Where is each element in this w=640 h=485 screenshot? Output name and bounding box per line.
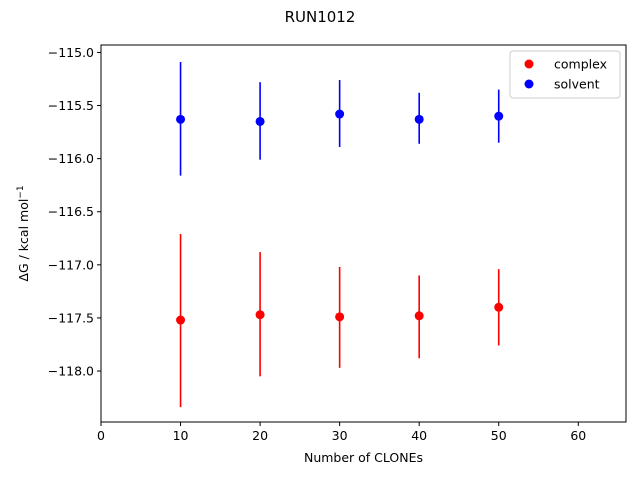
solvent-data-point xyxy=(335,109,345,119)
x-tick-label: 20 xyxy=(252,428,268,443)
y-tick-label: −116.5 xyxy=(48,204,94,219)
y-tick-label: −117.5 xyxy=(48,310,94,325)
x-tick-label: 50 xyxy=(491,428,507,443)
complex-data-point xyxy=(176,315,186,325)
x-axis: 0 10 20 30 40 50 60 xyxy=(97,422,586,443)
y-axis-label-main: ΔG / kcal mol xyxy=(16,199,31,282)
complex-data-point xyxy=(335,312,345,322)
legend-box xyxy=(509,50,621,99)
x-tick-label: 60 xyxy=(570,428,586,443)
plot-frame xyxy=(100,44,627,423)
solvent-data-point xyxy=(176,114,186,124)
y-tick-label: −115.0 xyxy=(48,45,94,60)
complex-data-point xyxy=(255,310,265,320)
solvent-data-point xyxy=(255,116,265,126)
legend-marker-complex xyxy=(524,59,534,69)
legend-label-solvent: solvent xyxy=(554,77,600,92)
x-tick-label: 10 xyxy=(173,428,189,443)
y-axis: −115.0 −115.5 −116.0 −116.5 −117.0 −117.5 −118… xyxy=(48,45,101,379)
legend-marker-solvent xyxy=(524,79,534,89)
y-axis-label: ΔG / kcal mol−1 xyxy=(16,185,31,281)
y-tick-label: −116.0 xyxy=(48,151,94,166)
x-tick-label: 30 xyxy=(332,428,348,443)
solvent-data-point xyxy=(414,114,424,124)
y-tick-label: −117.0 xyxy=(48,257,94,272)
x-axis-label: Number of CLONEs xyxy=(304,450,423,465)
complex-data-point xyxy=(414,311,424,321)
y-tick-label: −118.0 xyxy=(48,364,94,379)
chart-title: RUN1012 xyxy=(285,8,356,26)
legend-label-complex: complex xyxy=(554,57,607,72)
x-tick-label: 40 xyxy=(411,428,427,443)
y-axis-label-superscript: −1 xyxy=(16,185,26,198)
x-tick-label: 0 xyxy=(97,428,105,443)
legend: complex solvent xyxy=(509,50,621,99)
y-tick-label: −115.5 xyxy=(48,98,94,113)
complex-data-point xyxy=(494,302,504,312)
solvent-data-point xyxy=(494,111,504,121)
marks-layer xyxy=(176,61,504,408)
